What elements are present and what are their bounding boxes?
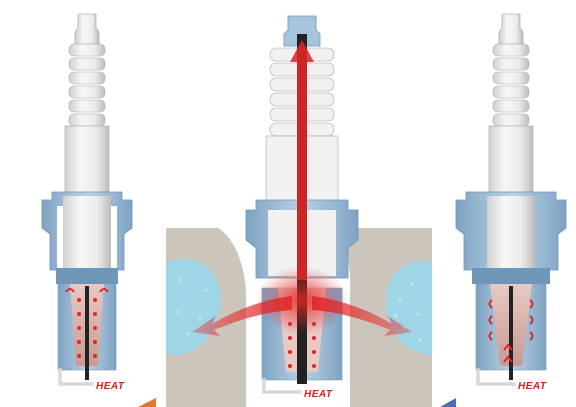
insulator-body-left [65, 126, 109, 196]
heat-glow [256, 266, 348, 334]
insulator-ribs-right [493, 44, 529, 126]
center-electrode-right [509, 286, 513, 380]
insulator-body-right [489, 126, 533, 196]
ground-electrode-center [264, 380, 300, 392]
spark-plug-left [42, 14, 132, 384]
bottom-left-mark [138, 398, 156, 407]
heat-label-right: HEAT [518, 381, 546, 392]
gasket-left [56, 268, 118, 284]
heat-label-left: HEAT [96, 381, 124, 392]
heat-label-center: HEAT [304, 389, 332, 400]
insulator-lower-left [63, 196, 111, 270]
spark-plug-right [456, 14, 566, 384]
gasket-right [472, 268, 550, 284]
bottom-right-mark [440, 398, 456, 407]
terminal-left [75, 14, 99, 44]
insulator-ribs-left [69, 44, 105, 126]
center-electrode-left [85, 286, 89, 380]
ground-electrode-right [478, 370, 514, 384]
terminal-right [499, 14, 523, 44]
insulator-lower-right [487, 196, 535, 270]
